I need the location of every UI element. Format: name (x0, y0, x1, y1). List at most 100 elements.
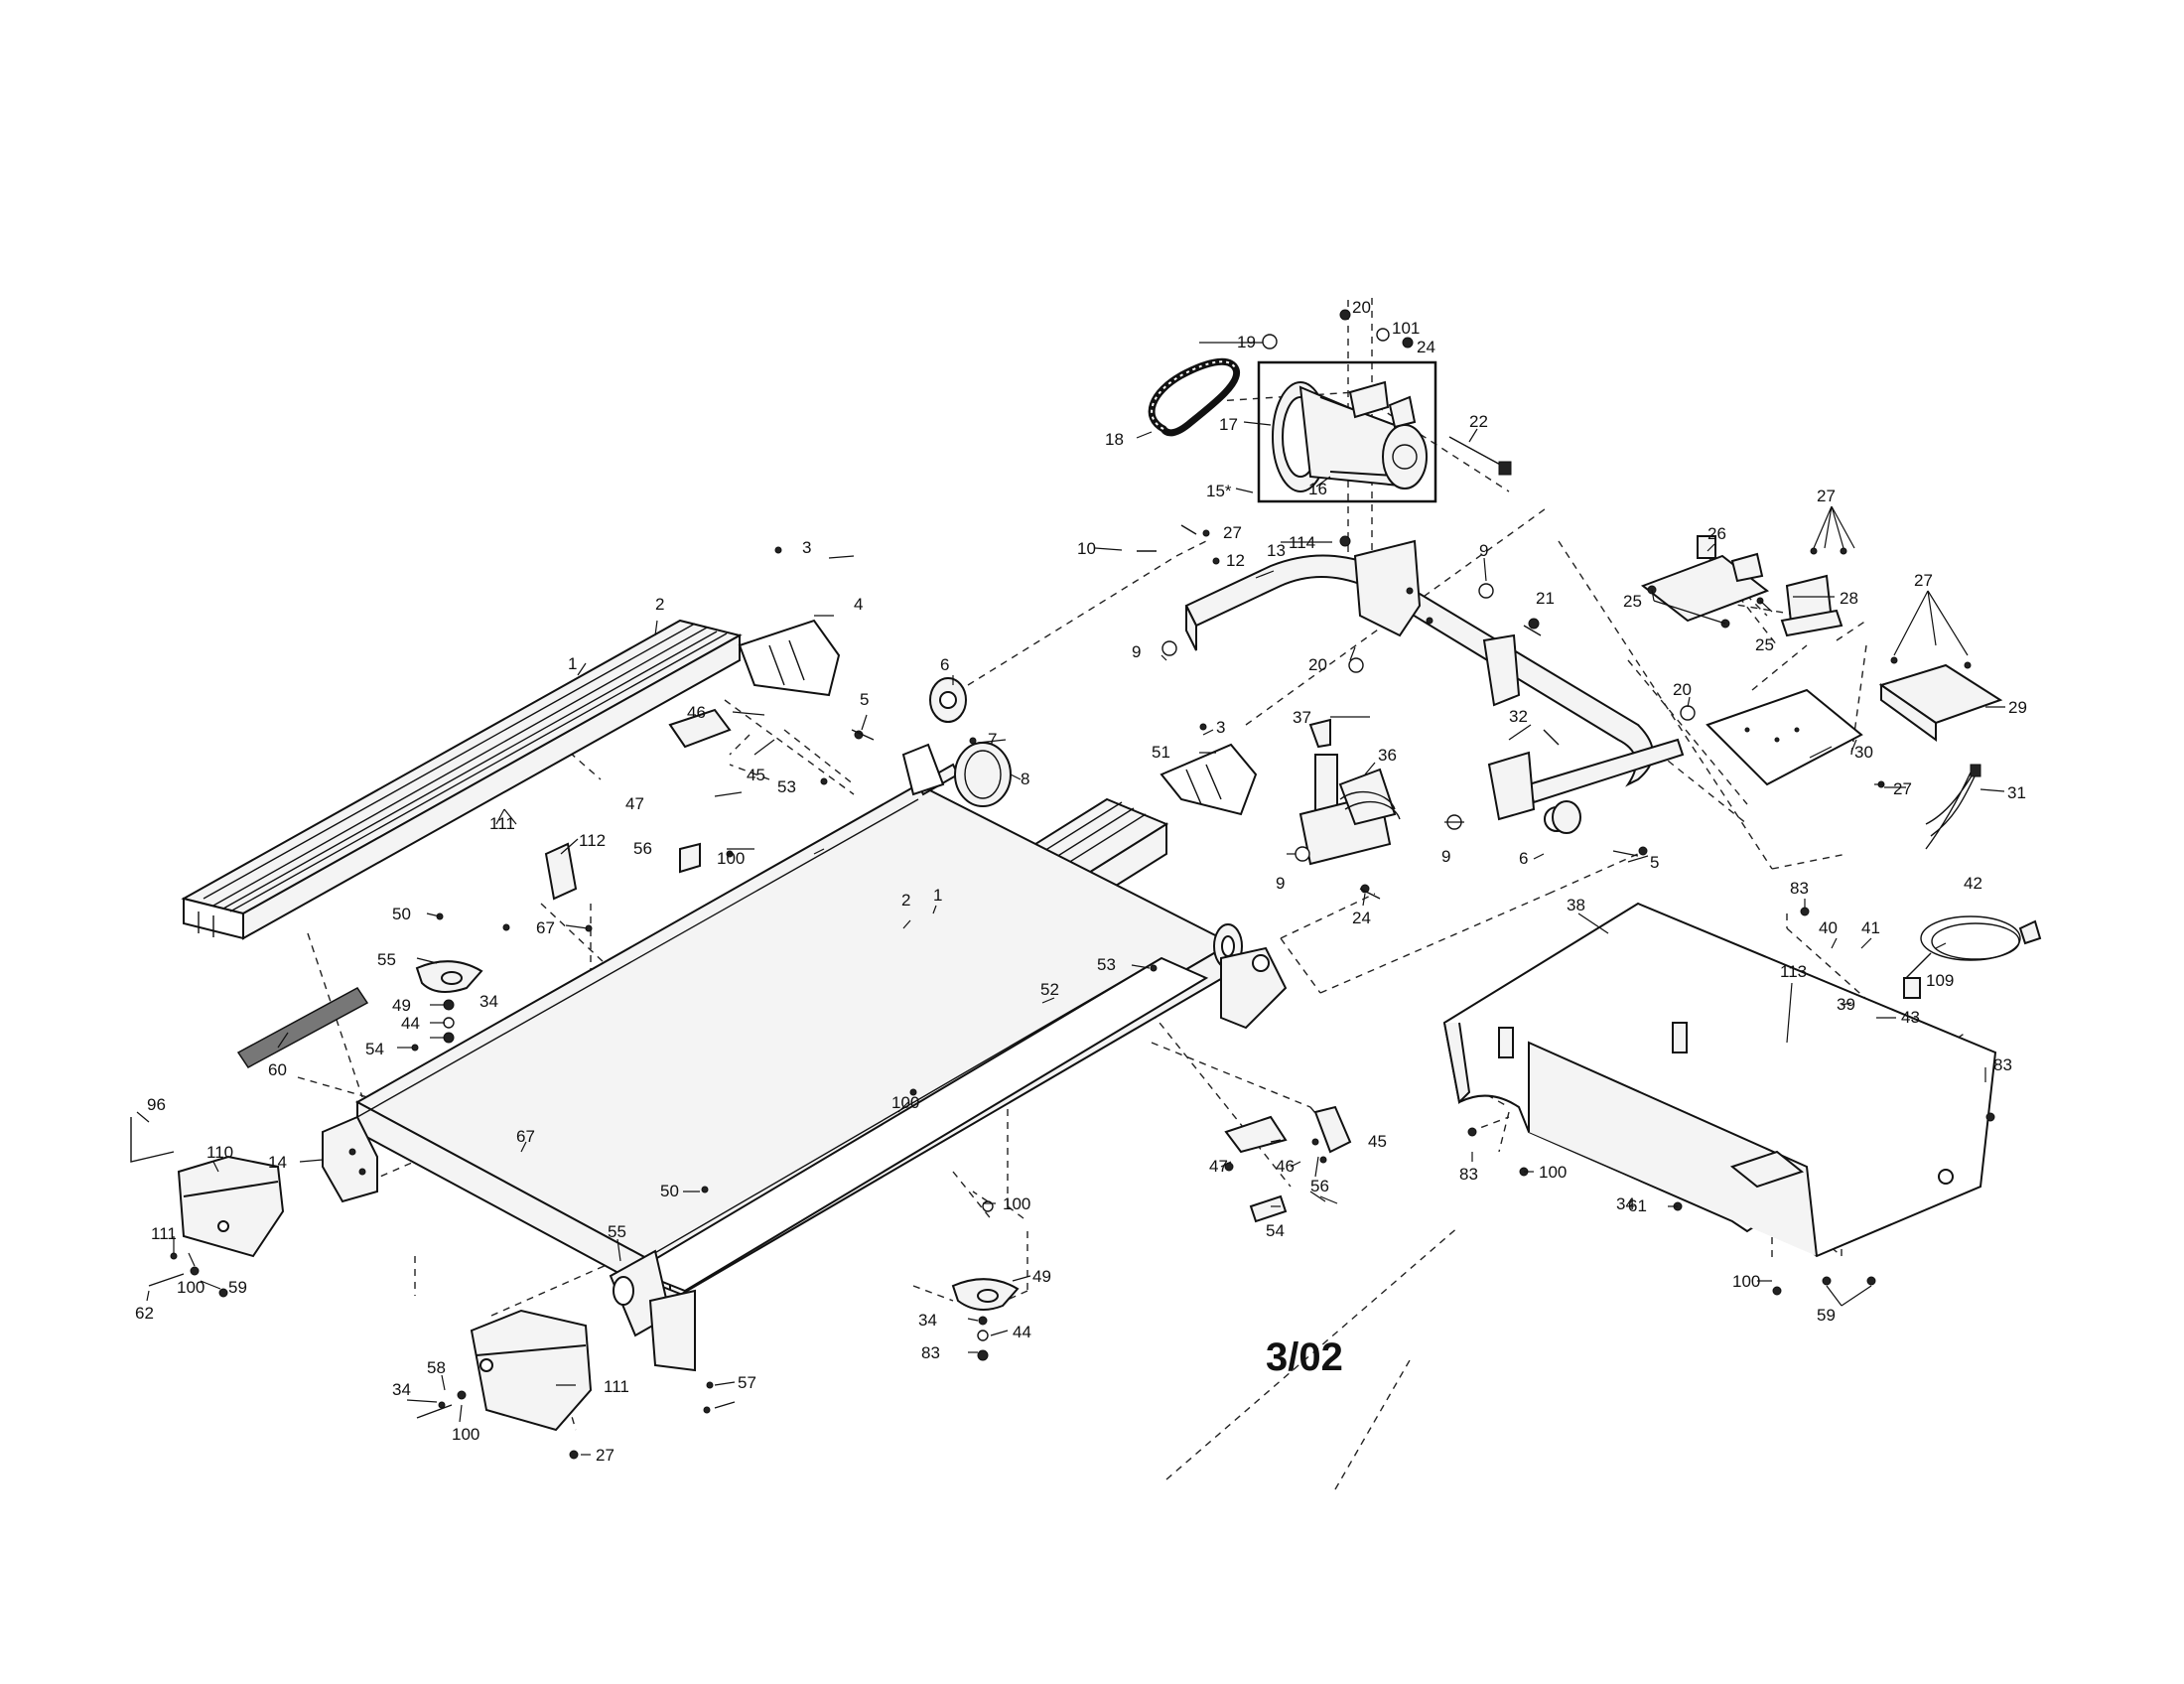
leveling-feet (415, 960, 1020, 1311)
callout: 41 (1861, 918, 1880, 937)
callout: 49 (1032, 1267, 1051, 1286)
callout: 4 (854, 595, 863, 614)
controller-board (1640, 535, 1770, 623)
bolts (148, 524, 1639, 1419)
callout: 20 (1352, 298, 1371, 317)
callout: 58 (427, 1358, 446, 1377)
callout: 44 (401, 1014, 420, 1033)
callout: 55 (608, 1222, 626, 1241)
callout: 83 (1459, 1165, 1478, 1184)
upright-frame (1184, 539, 1685, 832)
callout: 14 (268, 1153, 287, 1172)
callout: 24 (1352, 909, 1371, 927)
callout: 6 (1519, 849, 1528, 868)
rear-end-bracket (609, 1249, 696, 1372)
callout: 59 (228, 1278, 247, 1297)
callout: 27 (1914, 571, 1933, 590)
callout: 44 (1013, 1323, 1031, 1341)
callout: 9 (1479, 541, 1488, 560)
front-pulley (954, 742, 1012, 807)
callout: 57 (738, 1373, 756, 1392)
electronics-plate (1706, 688, 1863, 786)
callout: 54 (365, 1040, 384, 1058)
callout: 111 (604, 1377, 629, 1396)
callout: 51 (1152, 743, 1170, 762)
rear-wheels (929, 677, 1581, 834)
callout: 20 (1673, 680, 1692, 699)
callout: 5 (860, 690, 869, 709)
callout: 83 (1993, 1055, 2012, 1074)
wire-harness (1925, 764, 1981, 850)
callout: 12 (1226, 551, 1245, 570)
callout: 9 (1276, 874, 1285, 893)
callout: 53 (1097, 955, 1116, 974)
callout: 109 (1926, 971, 1954, 990)
drive-belt (1148, 357, 1241, 437)
callout: 34 (918, 1311, 937, 1330)
callout: 61 (1628, 1196, 1647, 1215)
callout: 113 (1780, 962, 1807, 981)
callout: 9 (1132, 642, 1141, 661)
callout: 10 (1077, 539, 1096, 558)
callout: 28 (1840, 589, 1858, 608)
callout: 50 (660, 1182, 679, 1200)
callout: 27 (596, 1446, 614, 1465)
left-motor-cover-bracket (738, 619, 841, 697)
callout: 67 (516, 1127, 535, 1146)
callout: 15* (1206, 482, 1232, 500)
callout: 34 (479, 992, 498, 1011)
callout: 1 (933, 886, 942, 905)
callout: 100 (452, 1425, 479, 1444)
callout: 56 (1310, 1177, 1329, 1195)
assembly-dashed-lines (297, 298, 1991, 1490)
callout: 25 (1755, 635, 1774, 654)
callout: 2 (655, 595, 664, 614)
callout: 100 (1732, 1272, 1760, 1291)
incline-motor (1298, 718, 1401, 866)
callout: 3 (802, 538, 811, 557)
allen-wrench (130, 1117, 175, 1163)
base-pan (1442, 902, 1997, 1258)
callout: 29 (2008, 698, 2027, 717)
power-cord (1905, 915, 2042, 979)
leader-lines (136, 342, 2005, 1456)
roller-side-plate (901, 743, 945, 796)
callout: 55 (377, 950, 396, 969)
drive-motor (1272, 380, 1428, 492)
front-right-bracket (1220, 946, 1288, 1030)
callout: 3 (1216, 718, 1225, 737)
callout: 5 (1650, 853, 1659, 872)
callout: 34 (1616, 1194, 1635, 1213)
callout: 100 (717, 849, 745, 868)
callout: 27 (1223, 523, 1242, 542)
callout: 42 (1964, 874, 1982, 893)
callout: 47 (625, 794, 644, 813)
callout: 2 (901, 891, 910, 910)
right-motor-cover-bracket (1160, 743, 1258, 816)
callout: 60 (268, 1060, 287, 1079)
callout: 40 (1819, 918, 1838, 937)
callout: 1 (568, 654, 577, 673)
callout: 53 (777, 777, 796, 796)
callout: 31 (2007, 783, 2026, 802)
callout: 67 (536, 918, 555, 937)
callout: 46 (687, 703, 706, 722)
callout: 110 (206, 1143, 233, 1162)
callout: 7 (988, 730, 997, 749)
callout: 34 (392, 1380, 411, 1399)
callout: 38 (1567, 896, 1585, 914)
callout: 52 (1040, 980, 1059, 999)
callout: 36 (1378, 746, 1397, 765)
callout: 111 (489, 814, 515, 833)
callout: 37 (1293, 708, 1311, 727)
callout: 24 (1417, 338, 1435, 356)
callout: 8 (1021, 770, 1029, 788)
callout: 101 (1392, 319, 1420, 338)
callout: 112 (579, 831, 606, 850)
callout: 111 (151, 1224, 177, 1243)
callout: 32 (1509, 707, 1528, 726)
cord-connector (1903, 977, 1921, 999)
callout: 19 (1237, 333, 1256, 351)
callout: 100 (1003, 1194, 1030, 1213)
